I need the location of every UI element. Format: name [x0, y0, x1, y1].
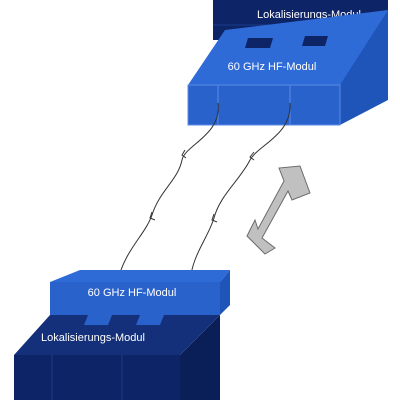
- bottom-rf-notch-1: [84, 315, 112, 325]
- top-rf-top-face: [188, 10, 388, 85]
- bottom-module: Lokalisierungs-Modul 60 GHz HF-Modul: [14, 270, 230, 400]
- signal-line-left: [117, 102, 219, 281]
- bottom-rf-layer: 60 GHz HF-Modul: [50, 270, 230, 325]
- bottom-rf-side-face: [220, 270, 230, 315]
- top-rf-label: 60 GHz HF-Modul: [228, 61, 317, 73]
- top-rf-front-face: [187, 84, 341, 126]
- bottom-rf-front-face: [50, 282, 220, 315]
- bottom-localization-label: Lokalisierungs-Modul: [41, 332, 145, 344]
- bidirectional-arrow: [246, 165, 311, 255]
- top-rf-notch-2: [302, 36, 328, 46]
- bottom-rf-notch-2: [136, 315, 164, 325]
- signal-tick-2: [149, 211, 156, 221]
- top-module: Lokalisierungs-Modul 60 GHz HF-Modul: [187, 0, 388, 126]
- bottom-loc-top-face: [14, 315, 220, 355]
- signal-tick-4: [211, 213, 218, 223]
- bottom-localization-layer: Lokalisierungs-Modul: [14, 315, 220, 400]
- bottom-loc-side-face: [180, 315, 220, 400]
- signal-tick-1: [181, 149, 187, 159]
- signal-lines: [117, 102, 291, 284]
- bottom-loc-front-face: [14, 355, 180, 400]
- top-rf-notch-1: [245, 38, 273, 48]
- bottom-rf-label: 60 GHz HF-Modul: [88, 287, 177, 299]
- signal-tick-3: [249, 151, 255, 161]
- top-rf-layer: 60 GHz HF-Modul: [187, 10, 388, 126]
- signal-line-right: [189, 102, 291, 283]
- bottom-rf-top-face: [50, 270, 230, 282]
- arrow-shape: [246, 165, 311, 255]
